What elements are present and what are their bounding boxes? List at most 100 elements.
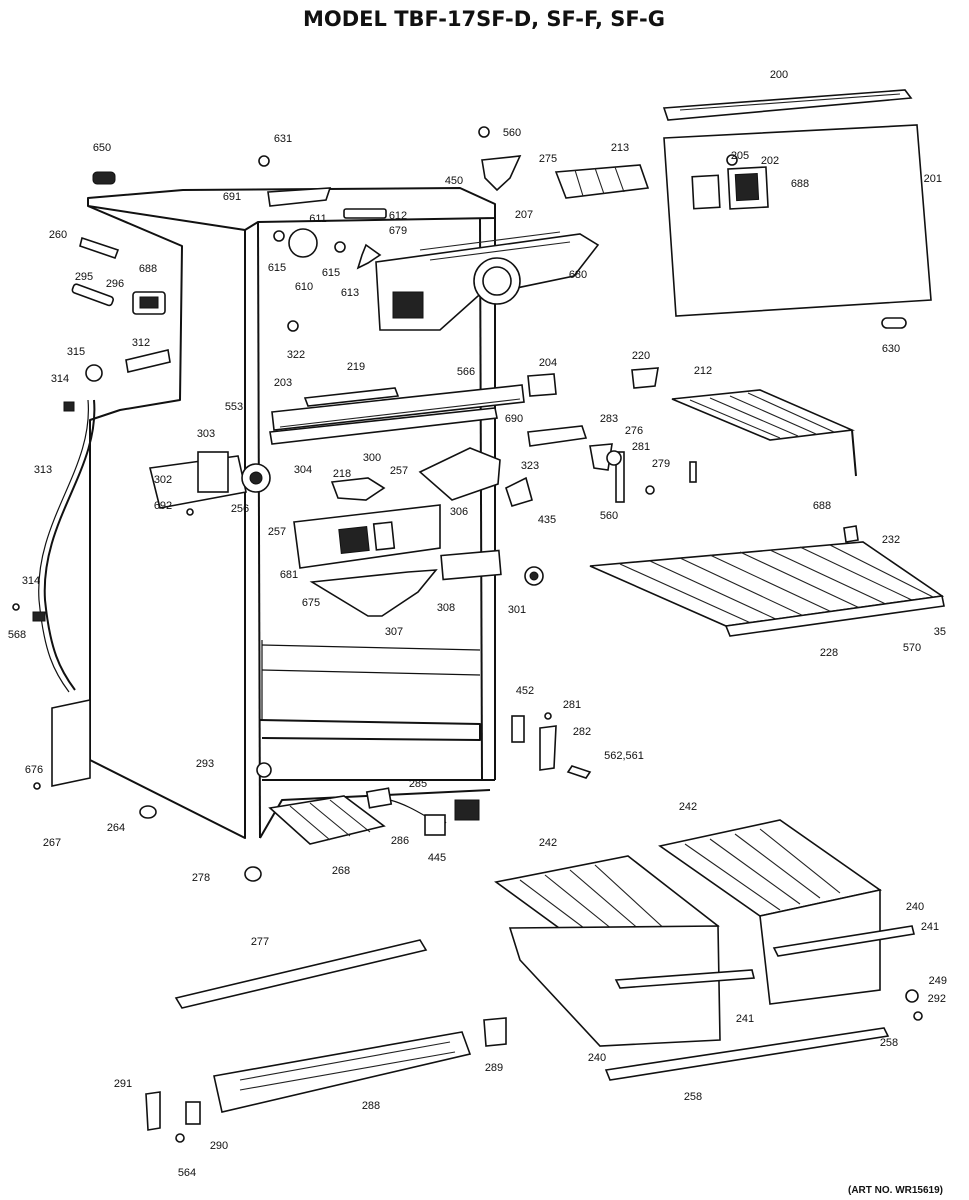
part-label-p200: 200 bbox=[770, 69, 788, 81]
roller-293 bbox=[256, 762, 272, 778]
part-label-p681: 681 bbox=[280, 569, 298, 581]
fan-housing-207 bbox=[375, 231, 600, 331]
part-label-p314a: 314 bbox=[51, 373, 69, 385]
part-label-p690: 690 bbox=[505, 413, 523, 425]
part-label-p258b: 258 bbox=[684, 1091, 702, 1103]
screw-564 bbox=[175, 1133, 185, 1143]
part-label-p688b: 688 bbox=[139, 263, 157, 275]
part-label-p203: 203 bbox=[274, 377, 292, 389]
part-label-p676: 676 bbox=[25, 764, 43, 776]
part-label-p228: 228 bbox=[820, 647, 838, 659]
part-label-p240b: 240 bbox=[588, 1052, 606, 1064]
side-panel-267 bbox=[51, 699, 91, 787]
part-label-p201: 201 bbox=[924, 173, 942, 185]
part-label-p258a: 258 bbox=[880, 1037, 898, 1049]
part-label-p256: 256 bbox=[231, 503, 249, 515]
part-label-p613: 613 bbox=[341, 287, 359, 299]
bracket-204 bbox=[527, 373, 557, 397]
part-label-p260: 260 bbox=[49, 229, 67, 241]
left-fittings bbox=[12, 171, 171, 790]
part-label-p650: 650 bbox=[93, 142, 111, 154]
clip-220 bbox=[631, 367, 659, 389]
part-label-p612: 612 bbox=[389, 210, 407, 222]
part-label-p241b: 241 bbox=[736, 1013, 754, 1025]
drain-tube-313 bbox=[43, 399, 96, 691]
part-label-p610: 610 bbox=[295, 281, 313, 293]
cabinet-liner bbox=[87, 187, 496, 839]
part-label-p249: 249 bbox=[929, 975, 947, 987]
part-label-p675: 675 bbox=[302, 597, 320, 609]
part-label-p296: 296 bbox=[106, 278, 124, 290]
part-label-p257b: 257 bbox=[268, 526, 286, 538]
bracket-275 bbox=[481, 155, 522, 192]
bracket-289 bbox=[483, 1017, 507, 1047]
part-label-p679: 679 bbox=[389, 225, 407, 237]
part-label-p232: 232 bbox=[882, 534, 900, 546]
part-label-p560b: 560 bbox=[600, 510, 618, 522]
crisper-assembly bbox=[494, 819, 915, 1047]
part-label-p278: 278 bbox=[192, 872, 210, 884]
part-label-p553: 553 bbox=[225, 401, 243, 413]
part-label-p445: 445 bbox=[428, 852, 446, 864]
part-label-p219: 219 bbox=[347, 361, 365, 373]
clip-290 bbox=[185, 1101, 201, 1125]
part-label-p204: 204 bbox=[539, 357, 557, 369]
part-label-p257a: 257 bbox=[390, 465, 408, 477]
part-label-p680: 680 bbox=[569, 269, 587, 281]
part-label-p277: 277 bbox=[251, 936, 269, 948]
drip-pan-306 bbox=[293, 504, 441, 569]
grommet-630 bbox=[881, 317, 907, 329]
part-label-p242b: 242 bbox=[539, 837, 557, 849]
part-label-p314b: 314 bbox=[22, 575, 40, 587]
drain-trough-307 bbox=[309, 569, 438, 617]
part-label-p302: 302 bbox=[154, 474, 172, 486]
hinge-282 bbox=[539, 725, 557, 771]
part-label-p279: 279 bbox=[652, 458, 670, 470]
part-label-p207: 207 bbox=[515, 209, 533, 221]
bracket-291 bbox=[145, 1091, 161, 1131]
part-label-p312: 312 bbox=[132, 337, 150, 349]
part-label-p205: 205 bbox=[731, 150, 749, 162]
leveler-278 bbox=[244, 866, 262, 882]
clip-232 bbox=[843, 525, 859, 543]
part-label-p564: 564 bbox=[178, 1167, 196, 1179]
rail-258 bbox=[604, 1027, 890, 1081]
freezer-shelf-212 bbox=[671, 389, 857, 477]
part-label-p276: 276 bbox=[625, 425, 643, 437]
part-label-p322: 322 bbox=[287, 349, 305, 361]
evaporator-cover bbox=[662, 89, 932, 317]
part-label-p631: 631 bbox=[274, 133, 292, 145]
part-label-p285: 285 bbox=[409, 778, 427, 790]
part-label-p281a: 281 bbox=[632, 441, 650, 453]
part-label-p289: 289 bbox=[485, 1062, 503, 1074]
ice-tray-213 bbox=[554, 164, 650, 199]
part-label-p35x: 35 bbox=[934, 626, 946, 638]
control-housing bbox=[149, 451, 386, 516]
part-label-p435: 435 bbox=[538, 514, 556, 526]
part-label-p688a: 688 bbox=[791, 178, 809, 190]
part-label-p452: 452 bbox=[516, 685, 534, 697]
control-panel-203 bbox=[269, 384, 525, 445]
part-label-p615b: 615 bbox=[322, 267, 340, 279]
part-label-p313: 313 bbox=[34, 464, 52, 476]
part-label-p218: 218 bbox=[333, 468, 351, 480]
part-label-p267: 267 bbox=[43, 837, 61, 849]
part-label-p288: 288 bbox=[362, 1100, 380, 1112]
plate-308 bbox=[440, 549, 502, 581]
part-label-p275: 275 bbox=[539, 153, 557, 165]
part-label-p301: 301 bbox=[508, 604, 526, 616]
part-label-p303: 303 bbox=[197, 428, 215, 440]
part-label-p241a: 241 bbox=[921, 921, 939, 933]
part-label-p560a: 560 bbox=[503, 127, 521, 139]
part-label-p692: 692 bbox=[154, 500, 172, 512]
hinge-452 bbox=[511, 715, 525, 743]
part-label-p220: 220 bbox=[632, 350, 650, 362]
part-label-p307: 307 bbox=[385, 626, 403, 638]
part-label-p213: 213 bbox=[611, 142, 629, 154]
part-label-p304: 304 bbox=[294, 464, 312, 476]
fresh-food-shelf-228 bbox=[589, 541, 945, 637]
part-label-p212: 212 bbox=[694, 365, 712, 377]
bottom-assembly bbox=[268, 787, 480, 845]
part-label-p562: 562,561 bbox=[604, 750, 644, 762]
